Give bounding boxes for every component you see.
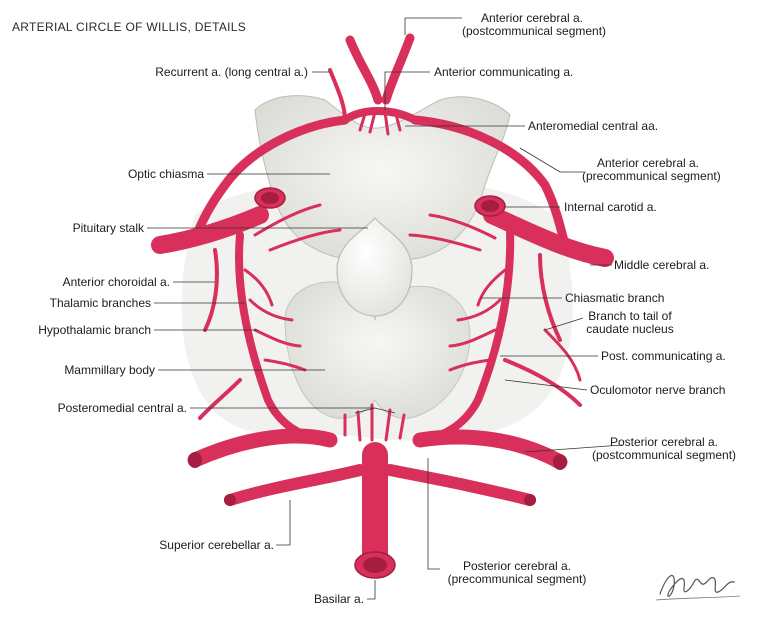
- label-basilar: Basilar a.: [290, 593, 364, 606]
- label-anterior-cerebral-pre: Anterior cerebral a. (precommunical segm…: [582, 157, 714, 183]
- label-chiasmatic-branch: Chiasmatic branch: [565, 292, 664, 305]
- label-posterior-cerebral-pre: Posterior cerebral a. (precommunical seg…: [442, 560, 592, 586]
- label-hypothalamic-branch: Hypothalamic branch: [6, 324, 151, 337]
- label-superior-cerebellar: Superior cerebellar a.: [110, 539, 274, 552]
- posterior-cerebral-post-left: [195, 436, 330, 460]
- artist-signature: [650, 560, 746, 608]
- label-line: (postcommunical segment): [582, 449, 746, 462]
- anterior-cerebral-artery-right: [386, 38, 410, 100]
- label-anterior-choroidal: Anterior choroidal a.: [10, 276, 170, 289]
- label-anterior-communicating: Anterior communicating a.: [434, 66, 573, 79]
- label-posterior-cerebral-post: Posterior cerebral a. (postcommunical se…: [582, 436, 746, 462]
- label-recurrent-artery: Recurrent a. (long central a.): [110, 66, 308, 79]
- anterior-communicating-artery: [345, 111, 415, 120]
- label-oculomotor-branch: Oculomotor nerve branch: [590, 384, 725, 397]
- anterior-cerebral-artery-left: [350, 40, 378, 100]
- superior-cerebellar-right: [390, 470, 530, 500]
- label-middle-cerebral: Middle cerebral a.: [614, 259, 709, 272]
- label-mammillary-body: Mammillary body: [30, 364, 155, 377]
- label-posteromedial-central: Posteromedial central a.: [10, 402, 187, 415]
- label-line: caudate nucleus: [576, 323, 684, 336]
- label-line: (postcommunical segment): [462, 25, 602, 38]
- label-pituitary-stalk: Pituitary stalk: [40, 222, 144, 235]
- label-thalamic-branches: Thalamic branches: [10, 297, 151, 310]
- diagram-title: ARTERIAL CIRCLE OF WILLIS, DETAILS: [12, 20, 252, 34]
- label-line: (precommunical segment): [442, 573, 592, 586]
- label-internal-carotid: Internal carotid a.: [564, 201, 657, 214]
- label-line: (precommunical segment): [582, 170, 714, 183]
- label-branch-tail-caudate: Branch to tail of caudate nucleus: [576, 310, 684, 336]
- posterior-cerebral-post-right: [420, 437, 560, 462]
- label-anteromedial-central: Anteromedial central aa.: [528, 120, 658, 133]
- label-optic-chiasma: Optic chiasma: [90, 168, 204, 181]
- label-anterior-cerebral-post: Anterior cerebral a. (postcommunical seg…: [462, 12, 602, 38]
- label-post-communicating: Post. communicating a.: [601, 350, 726, 363]
- superior-cerebellar-left: [230, 470, 360, 500]
